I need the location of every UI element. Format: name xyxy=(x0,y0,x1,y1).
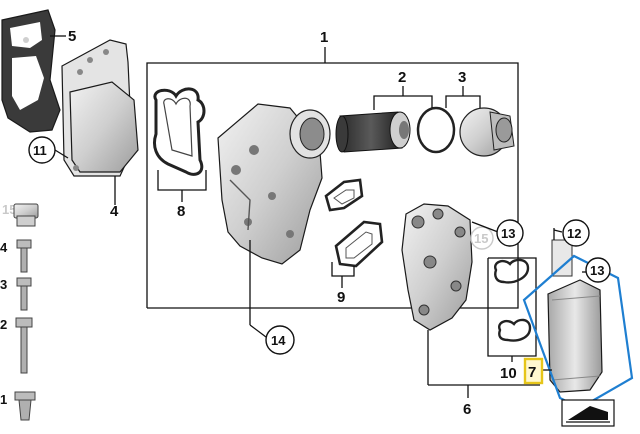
screw-medium[interactable] xyxy=(16,277,32,311)
gasket-part-8[interactable] xyxy=(153,87,206,176)
callout-13-cooler[interactable]: 13 xyxy=(590,263,604,278)
expanding-rivet[interactable] xyxy=(14,391,36,421)
cap-nut-part-15[interactable] xyxy=(13,203,39,227)
callout-2[interactable]: 2 xyxy=(398,69,406,86)
gasket-part-10-lower[interactable] xyxy=(498,318,532,342)
highlight-outline xyxy=(522,254,634,410)
o-ring[interactable] xyxy=(416,106,456,154)
side-label-4[interactable]: 4 xyxy=(0,240,8,255)
callout-15-side[interactable]: 15 xyxy=(2,202,16,217)
screw-long[interactable] xyxy=(15,317,33,374)
callout-14-circle xyxy=(265,325,295,355)
oil-filter-housing[interactable] xyxy=(217,103,331,265)
oil-cooler-part-4[interactable] xyxy=(61,39,139,177)
callout-13-housing-circle xyxy=(496,219,524,247)
fastener-column: 15 4 3 2 1 xyxy=(0,202,39,421)
gasket-part-9-upper[interactable] xyxy=(324,178,364,212)
callout-10[interactable]: 10 xyxy=(500,365,517,382)
callout-8[interactable]: 8 xyxy=(177,203,185,220)
diagram-corner-icon xyxy=(561,399,615,427)
callout-11[interactable]: 11 xyxy=(33,143,47,158)
callout-13-housing[interactable]: 13 xyxy=(501,226,515,241)
callout-13-cooler-circle xyxy=(585,257,611,283)
gasket-part-10-upper[interactable] xyxy=(494,258,530,284)
selected-callout-box-7[interactable] xyxy=(523,357,544,385)
filter-element-part-2[interactable] xyxy=(335,111,411,153)
screw-small[interactable] xyxy=(16,239,32,273)
callout-9[interactable]: 9 xyxy=(337,289,345,306)
callout-4[interactable]: 4 xyxy=(110,203,119,220)
filter-cap-part-3[interactable] xyxy=(459,107,515,157)
callout-7[interactable]: 7 xyxy=(528,364,536,381)
oil-filter-housing-part-6[interactable] xyxy=(401,203,473,331)
side-label-2[interactable]: 2 xyxy=(0,317,7,332)
oil-cooler-part-7[interactable] xyxy=(547,239,603,393)
gasket-part-9-lower[interactable] xyxy=(334,220,384,268)
assembly-1-frame xyxy=(146,47,519,309)
callout-14[interactable]: 14 xyxy=(271,333,286,348)
callout-5[interactable]: 5 xyxy=(68,28,76,45)
callout-3[interactable]: 3 xyxy=(458,69,466,86)
callout-15-housing[interactable]: 15 xyxy=(474,231,488,246)
callout-6[interactable]: 6 xyxy=(463,401,471,418)
side-label-1[interactable]: 1 xyxy=(0,392,7,407)
callout-15-housing-circle xyxy=(470,226,494,250)
callout-1[interactable]: 1 xyxy=(320,29,328,46)
side-label-3[interactable]: 3 xyxy=(0,277,7,292)
callout-12[interactable]: 12 xyxy=(567,226,581,241)
gasket-part-5[interactable] xyxy=(1,9,61,133)
callout-12-circle xyxy=(562,219,590,247)
